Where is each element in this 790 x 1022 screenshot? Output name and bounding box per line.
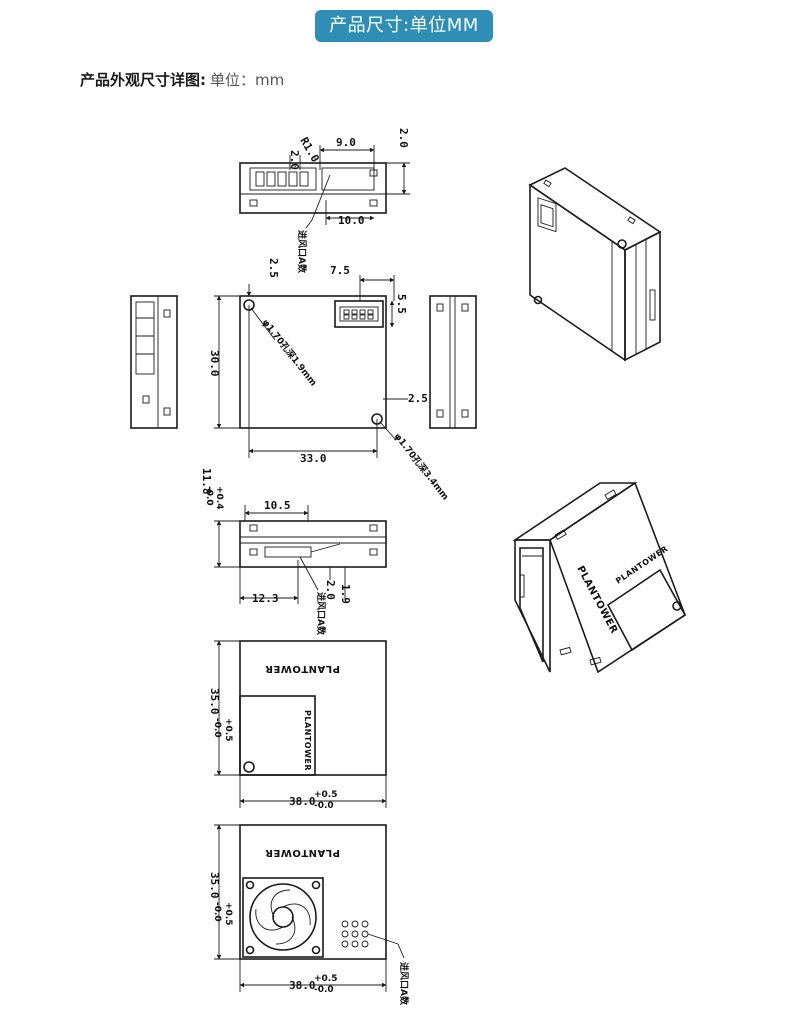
dim-5-5: 5.5 xyxy=(395,294,408,314)
left-side-view xyxy=(130,295,178,429)
label-hole-1: φ1.70孔深1.9mm xyxy=(260,316,320,388)
dim-10: 10.0 xyxy=(338,214,365,227)
banner-title: 产品尺寸:单位MM xyxy=(329,15,479,36)
dim-7-5: 7.5 xyxy=(330,264,350,277)
section-heading: 产品外观尺寸详图:单位：mm xyxy=(80,69,284,90)
tol-plus-0-4: +0.4 xyxy=(214,486,224,509)
dim-12-3: 12.3 xyxy=(252,592,279,605)
top-side-view xyxy=(239,145,410,229)
isometric-view-back xyxy=(528,167,662,362)
tol-plus-0-5-d: +0.5 xyxy=(314,974,337,984)
front-view-lid xyxy=(214,640,387,808)
dim-1-9: 1.9 xyxy=(339,584,352,604)
dim-35-b: 35.0 xyxy=(208,872,221,899)
dim-10-5: 10.5 xyxy=(264,499,291,512)
tol-plus-0-5-b: +0.5 xyxy=(314,790,337,800)
tol-minus-0-b: -0.0 xyxy=(314,801,334,811)
label-hole-2: φ1.70孔深3.4mm xyxy=(392,430,452,502)
brand-fan-view: PLANTOWER xyxy=(265,847,340,858)
heading-label: 产品外观尺寸详图: xyxy=(80,71,206,89)
tol-minus-0-c: -0.0 xyxy=(212,902,222,922)
dim-2-5-right: 2.5 xyxy=(408,392,428,405)
tol-minus-0-top: -0.0 xyxy=(204,486,214,506)
label-vent-bottom: 进风口A数 xyxy=(398,962,410,1006)
dim-2-0-right: 2.0 xyxy=(397,128,410,148)
label-vent-top: 进风口A数 xyxy=(296,230,308,274)
dim-9: 9.0 xyxy=(336,136,356,149)
dim-38-a: 38.0 xyxy=(289,795,316,808)
dim-38-b: 38.0 xyxy=(289,979,316,992)
dim-11-8: 11.8 xyxy=(200,468,213,495)
dim-2-0-left: 2.0 xyxy=(288,150,301,170)
dim-30: 30.0 xyxy=(208,350,221,377)
page-title-banner: 产品尺寸:单位MM xyxy=(315,10,493,42)
brand-lid-top: PLANTOWER xyxy=(265,663,340,674)
dim-33: 33.0 xyxy=(300,452,327,465)
brand-iso-lid: PLANTOWER xyxy=(614,544,670,586)
tol-minus-0-d: -0.0 xyxy=(314,985,334,995)
tol-plus-0-5-c: +0.5 xyxy=(223,902,233,925)
back-view xyxy=(214,275,408,458)
tol-plus-0-5-a: +0.5 xyxy=(223,718,233,741)
dim-35-a: 35.0 xyxy=(208,688,221,715)
tol-minus-0-a: -0.0 xyxy=(212,718,222,738)
dim-2-5-left: 2.5 xyxy=(267,258,280,278)
heading-unit: 单位：mm xyxy=(210,71,285,89)
isometric-view-front xyxy=(512,481,687,674)
bottom-side-view xyxy=(214,505,387,604)
label-vent-mid: 进风口A数 xyxy=(315,592,327,636)
brand-lid-side: PLANTOWER xyxy=(303,710,312,771)
dim-2-0-mid: 2.0 xyxy=(324,580,337,600)
right-side-view xyxy=(429,295,477,429)
front-view-fan xyxy=(214,824,405,992)
